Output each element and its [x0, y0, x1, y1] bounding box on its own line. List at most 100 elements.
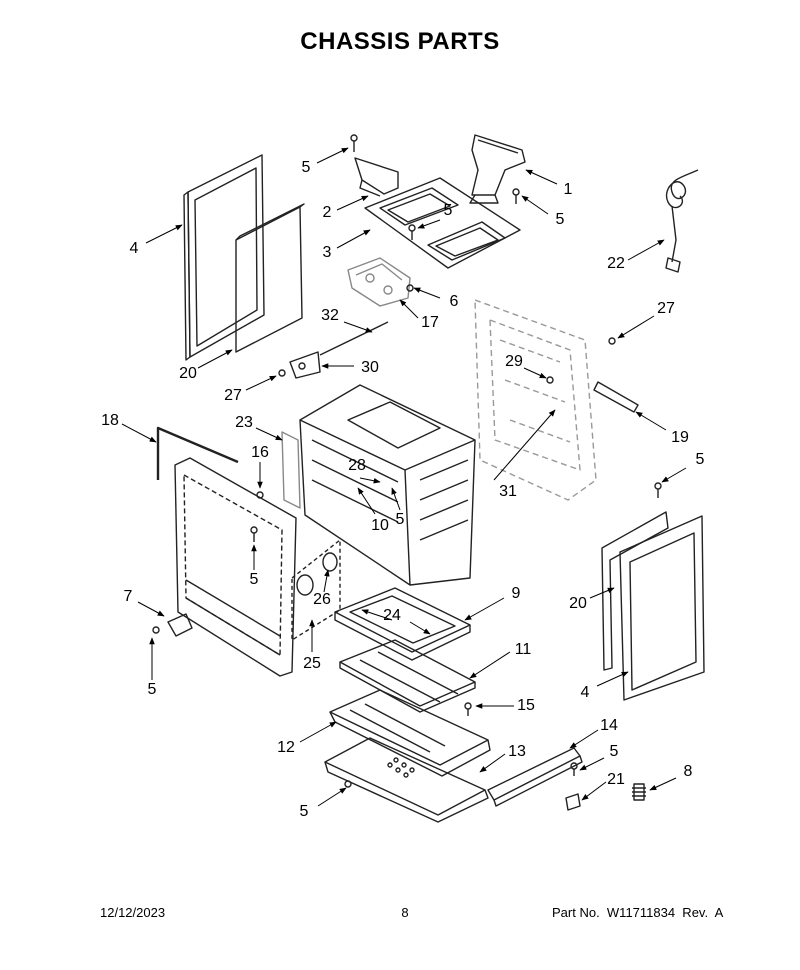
callout-4: 4	[130, 240, 139, 257]
leader-6	[413, 287, 441, 299]
oven-door-frame	[174, 457, 297, 677]
leader-9	[464, 597, 505, 621]
leader-4a	[145, 224, 183, 244]
part-23-bracket	[281, 431, 301, 509]
callout-24: 24	[383, 607, 401, 624]
callout-22: 22	[607, 255, 625, 272]
leader-5g	[391, 487, 401, 511]
part-25-26-knobs	[291, 539, 341, 641]
leader-19	[635, 411, 667, 431]
leader-13	[479, 753, 506, 773]
part-2-bracket	[354, 157, 399, 197]
callout-14: 14	[600, 717, 618, 734]
leader-29	[523, 367, 547, 379]
leader-12	[299, 721, 337, 743]
page-title: CHASSIS PARTS	[300, 28, 500, 55]
footer-page-number: 8	[401, 905, 409, 920]
leader-24b	[409, 621, 431, 635]
callout-3: 3	[323, 244, 332, 261]
part-4-side-panel-right	[619, 515, 705, 701]
callout-32: 32	[321, 307, 339, 324]
callout-30: 30	[361, 359, 379, 376]
callout-5: 5	[302, 159, 311, 176]
leader-5a	[316, 147, 349, 164]
leader-20b	[589, 587, 615, 599]
part-22-power-cord	[665, 169, 699, 273]
callout-25: 25	[303, 655, 321, 672]
part-7-hinge	[167, 613, 193, 637]
part-12-drawer	[329, 689, 491, 777]
callout-5: 5	[444, 202, 453, 219]
leader-24a	[361, 609, 393, 621]
callout-8: 8	[684, 763, 693, 780]
leader-2	[336, 195, 369, 211]
callout-13: 13	[508, 743, 526, 760]
leader-5i	[317, 787, 347, 807]
callout-17: 17	[421, 314, 439, 331]
callout-18: 18	[101, 412, 119, 429]
screws	[152, 134, 662, 788]
callout-21: 21	[607, 771, 625, 788]
callout-1: 1	[564, 181, 573, 198]
callout-9: 9	[512, 585, 521, 602]
callout-27: 27	[224, 387, 242, 404]
part-8-leveling-leg	[632, 783, 646, 801]
callout-5: 5	[396, 511, 405, 528]
callout-23: 23	[235, 414, 253, 431]
leader-32	[343, 321, 373, 333]
footer-date: 12/12/2023	[100, 905, 166, 920]
leader-23	[255, 427, 283, 441]
callout-20: 20	[179, 365, 197, 382]
callout-6: 6	[450, 293, 459, 310]
callout-5: 5	[250, 571, 259, 588]
callout-27: 27	[657, 300, 675, 317]
part-4-side-panel-left	[183, 154, 265, 361]
leader-5h	[579, 757, 605, 771]
callout-31: 31	[499, 483, 517, 500]
exploded-parts-diagram: 1 2 3 4 4 5 5 5 5 5 5 5 5 5 6 7 8 9 10 1…	[101, 134, 705, 823]
callout-7: 7	[124, 588, 133, 605]
callout-15: 15	[517, 697, 535, 714]
leader-4b	[596, 671, 629, 687]
part-17-valve-bracket	[347, 257, 411, 307]
leader-5c	[521, 195, 549, 215]
callout-5: 5	[696, 451, 705, 468]
part-11-rack	[339, 639, 476, 713]
leader-7	[137, 601, 165, 617]
leader-8	[649, 777, 677, 791]
leader-5d	[661, 467, 687, 483]
part-19-rod	[593, 381, 639, 413]
part-30-bracket	[289, 351, 321, 379]
leader-1	[525, 169, 558, 185]
callout-5: 5	[148, 681, 157, 698]
callout-11: 11	[515, 641, 532, 658]
leader-3	[336, 229, 371, 249]
part-20-insulation-right	[601, 511, 669, 671]
part-32-rod	[319, 321, 389, 356]
leader-28	[359, 477, 381, 484]
part-14-slide	[487, 747, 583, 807]
leader-18	[121, 423, 157, 443]
leader-26	[323, 569, 330, 593]
leader-31	[493, 409, 556, 481]
callout-4: 4	[581, 684, 590, 701]
callout-12: 12	[277, 739, 295, 756]
callout-2: 2	[323, 204, 332, 221]
callout-29: 29	[505, 353, 523, 370]
part-9-broil-grid	[334, 587, 471, 661]
callout-5: 5	[300, 803, 309, 820]
callout-16: 16	[251, 444, 269, 461]
callout-5: 5	[610, 743, 619, 760]
footer-part-number: Part No. W11711834 Rev. A	[552, 905, 724, 920]
part-21-clip	[565, 793, 581, 811]
callout-20: 20	[569, 595, 587, 612]
part-18-gasket	[156, 426, 239, 480]
leader-14	[569, 729, 599, 749]
leader-10	[357, 487, 376, 515]
part-1-bracket	[469, 134, 526, 204]
callout-5: 5	[556, 211, 565, 228]
callout-10: 10	[371, 517, 389, 534]
leader-22	[627, 239, 665, 261]
part-13-drawer-bottom	[324, 737, 489, 823]
leader-20a	[197, 349, 233, 369]
